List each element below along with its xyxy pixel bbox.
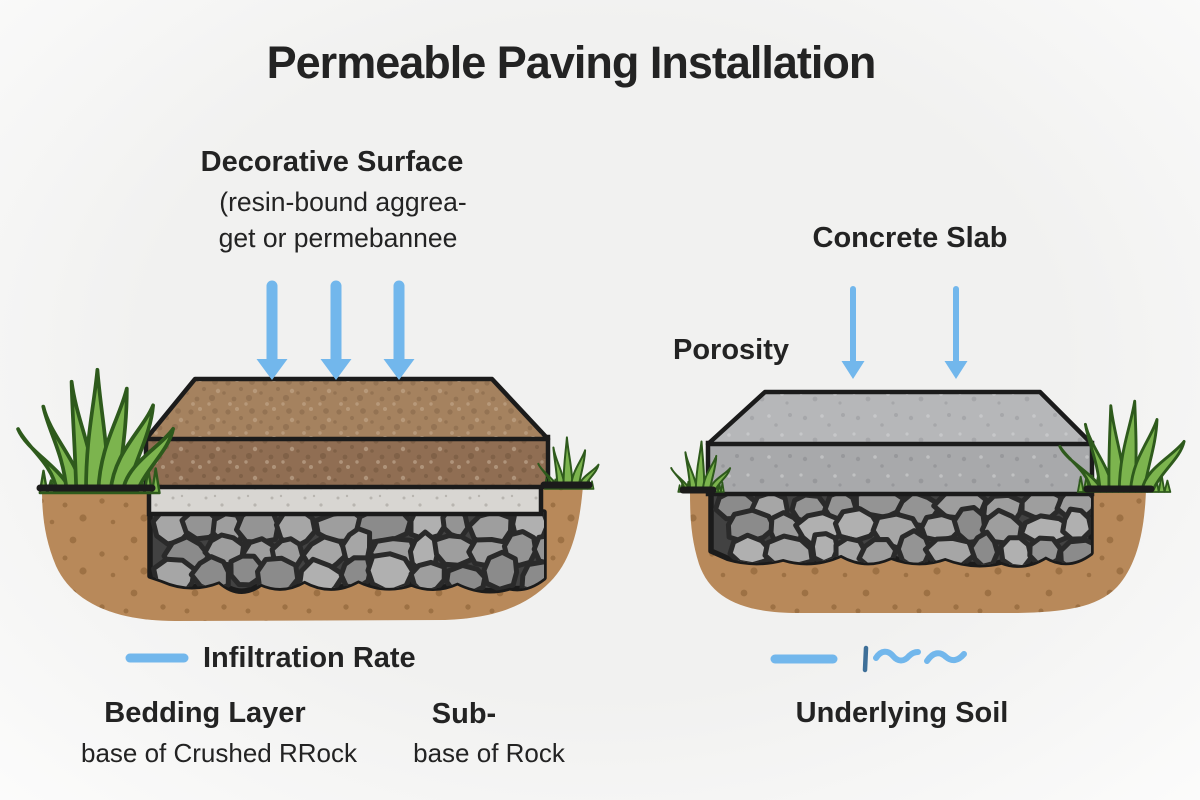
concrete-slab-front-speckles — [710, 445, 1090, 492]
wave-icon — [924, 650, 967, 664]
grass-blade — [562, 436, 574, 488]
porosity-label: Porosity — [673, 334, 790, 366]
stone — [431, 533, 478, 568]
stone — [998, 535, 1034, 566]
down-arrow-icon — [944, 286, 968, 379]
subbase-note: base of Rock — [413, 738, 565, 768]
stone — [531, 532, 544, 568]
wave-icon — [873, 648, 921, 664]
stone — [1060, 506, 1091, 542]
stone — [968, 529, 1000, 566]
decorative-surface-note-line2: get or permebannee — [218, 223, 458, 253]
grass-blade — [694, 440, 706, 491]
down-arrow-icon — [383, 280, 415, 380]
bedding-layer-note: base of Crushed RRock — [80, 738, 358, 768]
concrete-slab-top-speckles — [712, 394, 1088, 442]
grass-tuft — [537, 436, 600, 490]
subbase-label: Sub- — [431, 698, 497, 730]
grass-blade — [570, 449, 587, 488]
left-bedding-speckles — [151, 488, 539, 512]
stone — [725, 507, 777, 546]
left-cross-section — [16, 367, 600, 621]
grass-blade — [670, 467, 692, 491]
porosity-arrows — [841, 286, 968, 379]
decorative-surface-front-speckles — [148, 439, 546, 485]
grass-blade — [708, 467, 732, 491]
grass-blade — [120, 426, 175, 493]
right-cross-section — [670, 389, 1186, 613]
right-subbase-stone-layer — [708, 490, 1094, 568]
stone — [255, 555, 301, 592]
stone — [228, 553, 265, 588]
grass-blade — [1129, 418, 1159, 492]
stone — [519, 559, 544, 592]
down-arrow-icon — [320, 280, 352, 380]
grass-blade — [701, 454, 718, 491]
infiltration-rate-label: Infiltration Rate — [203, 642, 416, 674]
grass-blade — [1140, 439, 1186, 492]
grass-tuft — [1058, 399, 1186, 493]
down-arrow-icon — [256, 280, 288, 380]
diagram-title: Permeable Paving Installation — [266, 37, 877, 88]
stone — [365, 551, 416, 592]
left-subbase-stone-layer — [147, 509, 547, 594]
concrete-slab-label: Concrete Slab — [812, 222, 1008, 254]
stones — [713, 493, 1091, 566]
stone — [481, 549, 520, 592]
grass-blade — [16, 427, 74, 493]
decorative-surface-note-line1: (resin-bound aggrea- — [219, 187, 467, 217]
decorative-surface-label: Decorative Surface — [200, 146, 464, 178]
tick-icon — [862, 645, 869, 673]
soil-legend — [770, 645, 967, 673]
stone — [895, 528, 933, 566]
infiltration-arrows — [256, 280, 415, 380]
down-arrow-icon — [841, 286, 865, 379]
stone — [832, 506, 882, 543]
bedding-layer-label: Bedding Layer — [104, 697, 306, 729]
grass-blade — [1058, 444, 1104, 492]
underlying-soil-label: Underlying Soil — [795, 697, 1009, 729]
decorative-surface-top-speckles — [150, 381, 544, 437]
